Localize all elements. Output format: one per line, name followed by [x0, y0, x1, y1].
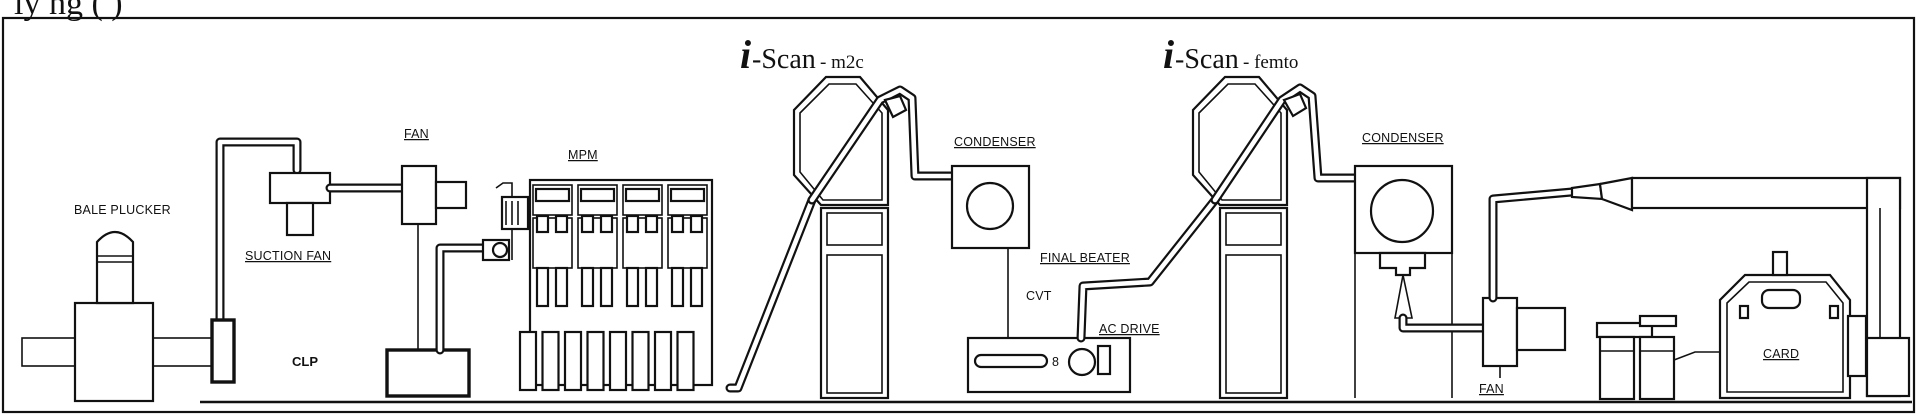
duct-collector	[210, 318, 236, 384]
duct-beater-to-iscan2	[1076, 195, 1220, 343]
fan-2-motor	[1515, 306, 1567, 352]
iscan-m2c-sensor	[883, 94, 908, 119]
duct-fan-to-chute	[1488, 187, 1577, 303]
mpm-chamber	[577, 184, 618, 308]
bale-plucker	[21, 230, 233, 403]
label-card: CARD	[1763, 347, 1799, 361]
iscan-m2c-column	[819, 206, 890, 400]
svg-text:8: 8	[1052, 355, 1059, 369]
label-fan-1: FAN	[404, 127, 429, 141]
label-suction-fan: SUCTION FAN	[245, 249, 331, 263]
label-condenser-2: CONDENSER	[1362, 131, 1444, 145]
mpm-bottom-cell	[653, 330, 673, 392]
brand-i: i	[740, 32, 751, 77]
label-clp: CLP	[292, 354, 318, 369]
fan-1	[400, 164, 468, 350]
mpm-bottom-cells	[518, 330, 695, 392]
final-beater-feed-roller	[973, 353, 1049, 369]
fan-1-motor	[434, 180, 468, 210]
iscan-femto-sensor	[1282, 92, 1308, 118]
mpm-bottom-cell	[631, 330, 650, 392]
fan-2-body	[1481, 296, 1519, 368]
figure-caption: ly ng ( )	[14, 0, 123, 22]
iscan-femto-logo: i -Scan - femto	[1163, 32, 1298, 77]
label-fan-2: FAN	[1479, 382, 1504, 396]
condenser-2-hopper	[1378, 251, 1427, 277]
iscan-femto-hood	[1191, 75, 1289, 207]
final-beater-unit: 8	[966, 336, 1132, 394]
card-window	[1760, 288, 1802, 310]
mpm-bottom-cell	[586, 330, 605, 392]
bale-plucker-body	[73, 301, 155, 403]
duct-clp-to-mpm	[435, 243, 488, 355]
suction-fan-motor	[285, 201, 315, 237]
condenser-2	[1353, 164, 1454, 398]
mpm-chambers	[532, 184, 708, 308]
iscan-m2c-unit	[792, 75, 890, 400]
label-condenser-1: CONDENSER	[954, 135, 1036, 149]
fan-1-body	[400, 164, 438, 226]
card-body	[1718, 273, 1852, 400]
label-cvt: CVT	[1026, 289, 1052, 303]
mpm-bottom-cell	[563, 330, 583, 392]
condenser-1-drum	[965, 181, 1015, 231]
final-beater-drum	[1067, 347, 1097, 377]
brand-model: - femto	[1243, 52, 1298, 73]
label-ac-drive: AC DRIVE	[1099, 322, 1160, 336]
brand-i: i	[1163, 32, 1174, 77]
mpm-bottom-cell	[608, 330, 628, 392]
diagram-frame	[1, 16, 1916, 414]
mpm-bottom-cell	[676, 330, 695, 392]
fan-2	[1481, 296, 1567, 378]
chute-feed-trunk	[1630, 176, 1902, 210]
iscan-m2c-logo: i -Scan - m2c	[740, 32, 864, 77]
mpm-bottom-cell	[541, 330, 560, 392]
card-top-unit	[1771, 250, 1789, 277]
mpm-chamber	[532, 184, 573, 308]
label-final-beater: FINAL BEATER	[1040, 251, 1130, 265]
suction-fan-body	[268, 171, 332, 205]
mpm-bottom-cell	[518, 330, 538, 392]
brand-scan: -Scan	[752, 44, 816, 75]
iscan-femto-unit	[1191, 75, 1289, 400]
suction-fan	[268, 171, 332, 237]
chute-feed-duct	[1570, 176, 1911, 398]
label-bale-plucker: BALE PLUCKER	[74, 203, 171, 217]
mpm-chamber	[667, 184, 708, 308]
duct-bale-to-suction	[215, 137, 302, 327]
mpm-chamber	[622, 184, 663, 308]
brand-scan: -Scan	[1175, 44, 1239, 75]
bale-plucker-tower	[95, 230, 135, 305]
iscan-m2c-hood	[792, 75, 890, 207]
brand-model: - m2c	[820, 52, 864, 73]
label-mpm: MPM	[568, 148, 598, 162]
iscan-femto-column	[1218, 206, 1289, 400]
condenser-2-drum	[1369, 178, 1435, 244]
card-machine	[1595, 250, 1868, 401]
clp-unit	[385, 348, 471, 398]
condenser-1	[950, 164, 1075, 339]
